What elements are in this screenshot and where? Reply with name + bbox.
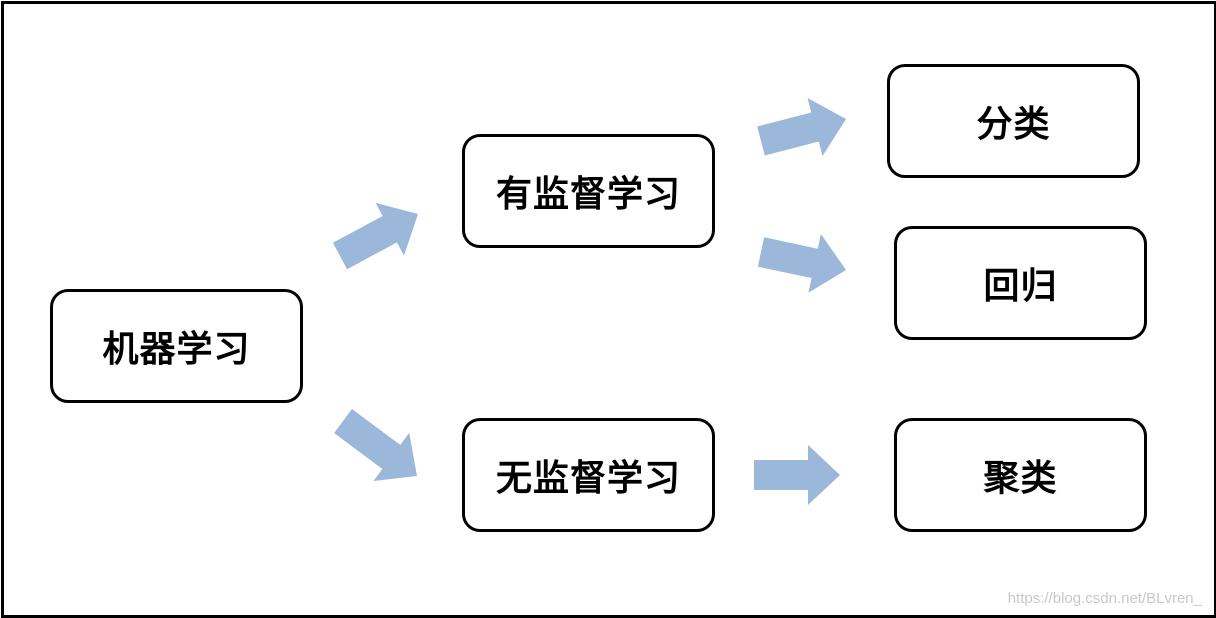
node-unsupervised-learning: 无监督学习 [462, 418, 715, 532]
node-regression: 回归 [894, 226, 1147, 340]
arrow-ml-to-unsupervised [334, 409, 417, 481]
watermark: https://blog.csdn.net/BLvren_ [1008, 590, 1202, 607]
node-supervised-learning: 有监督学习 [462, 134, 715, 248]
arrow-unsupervised-to-clustering [754, 445, 840, 505]
node-classification: 分类 [887, 64, 1140, 178]
arrow-supervised-to-classification [757, 98, 846, 156]
arrow-ml-to-supervised [333, 203, 418, 269]
node-clustering: 聚类 [894, 418, 1147, 532]
node-machine-learning: 机器学习 [50, 289, 303, 403]
arrow-supervised-to-regression [758, 234, 846, 293]
